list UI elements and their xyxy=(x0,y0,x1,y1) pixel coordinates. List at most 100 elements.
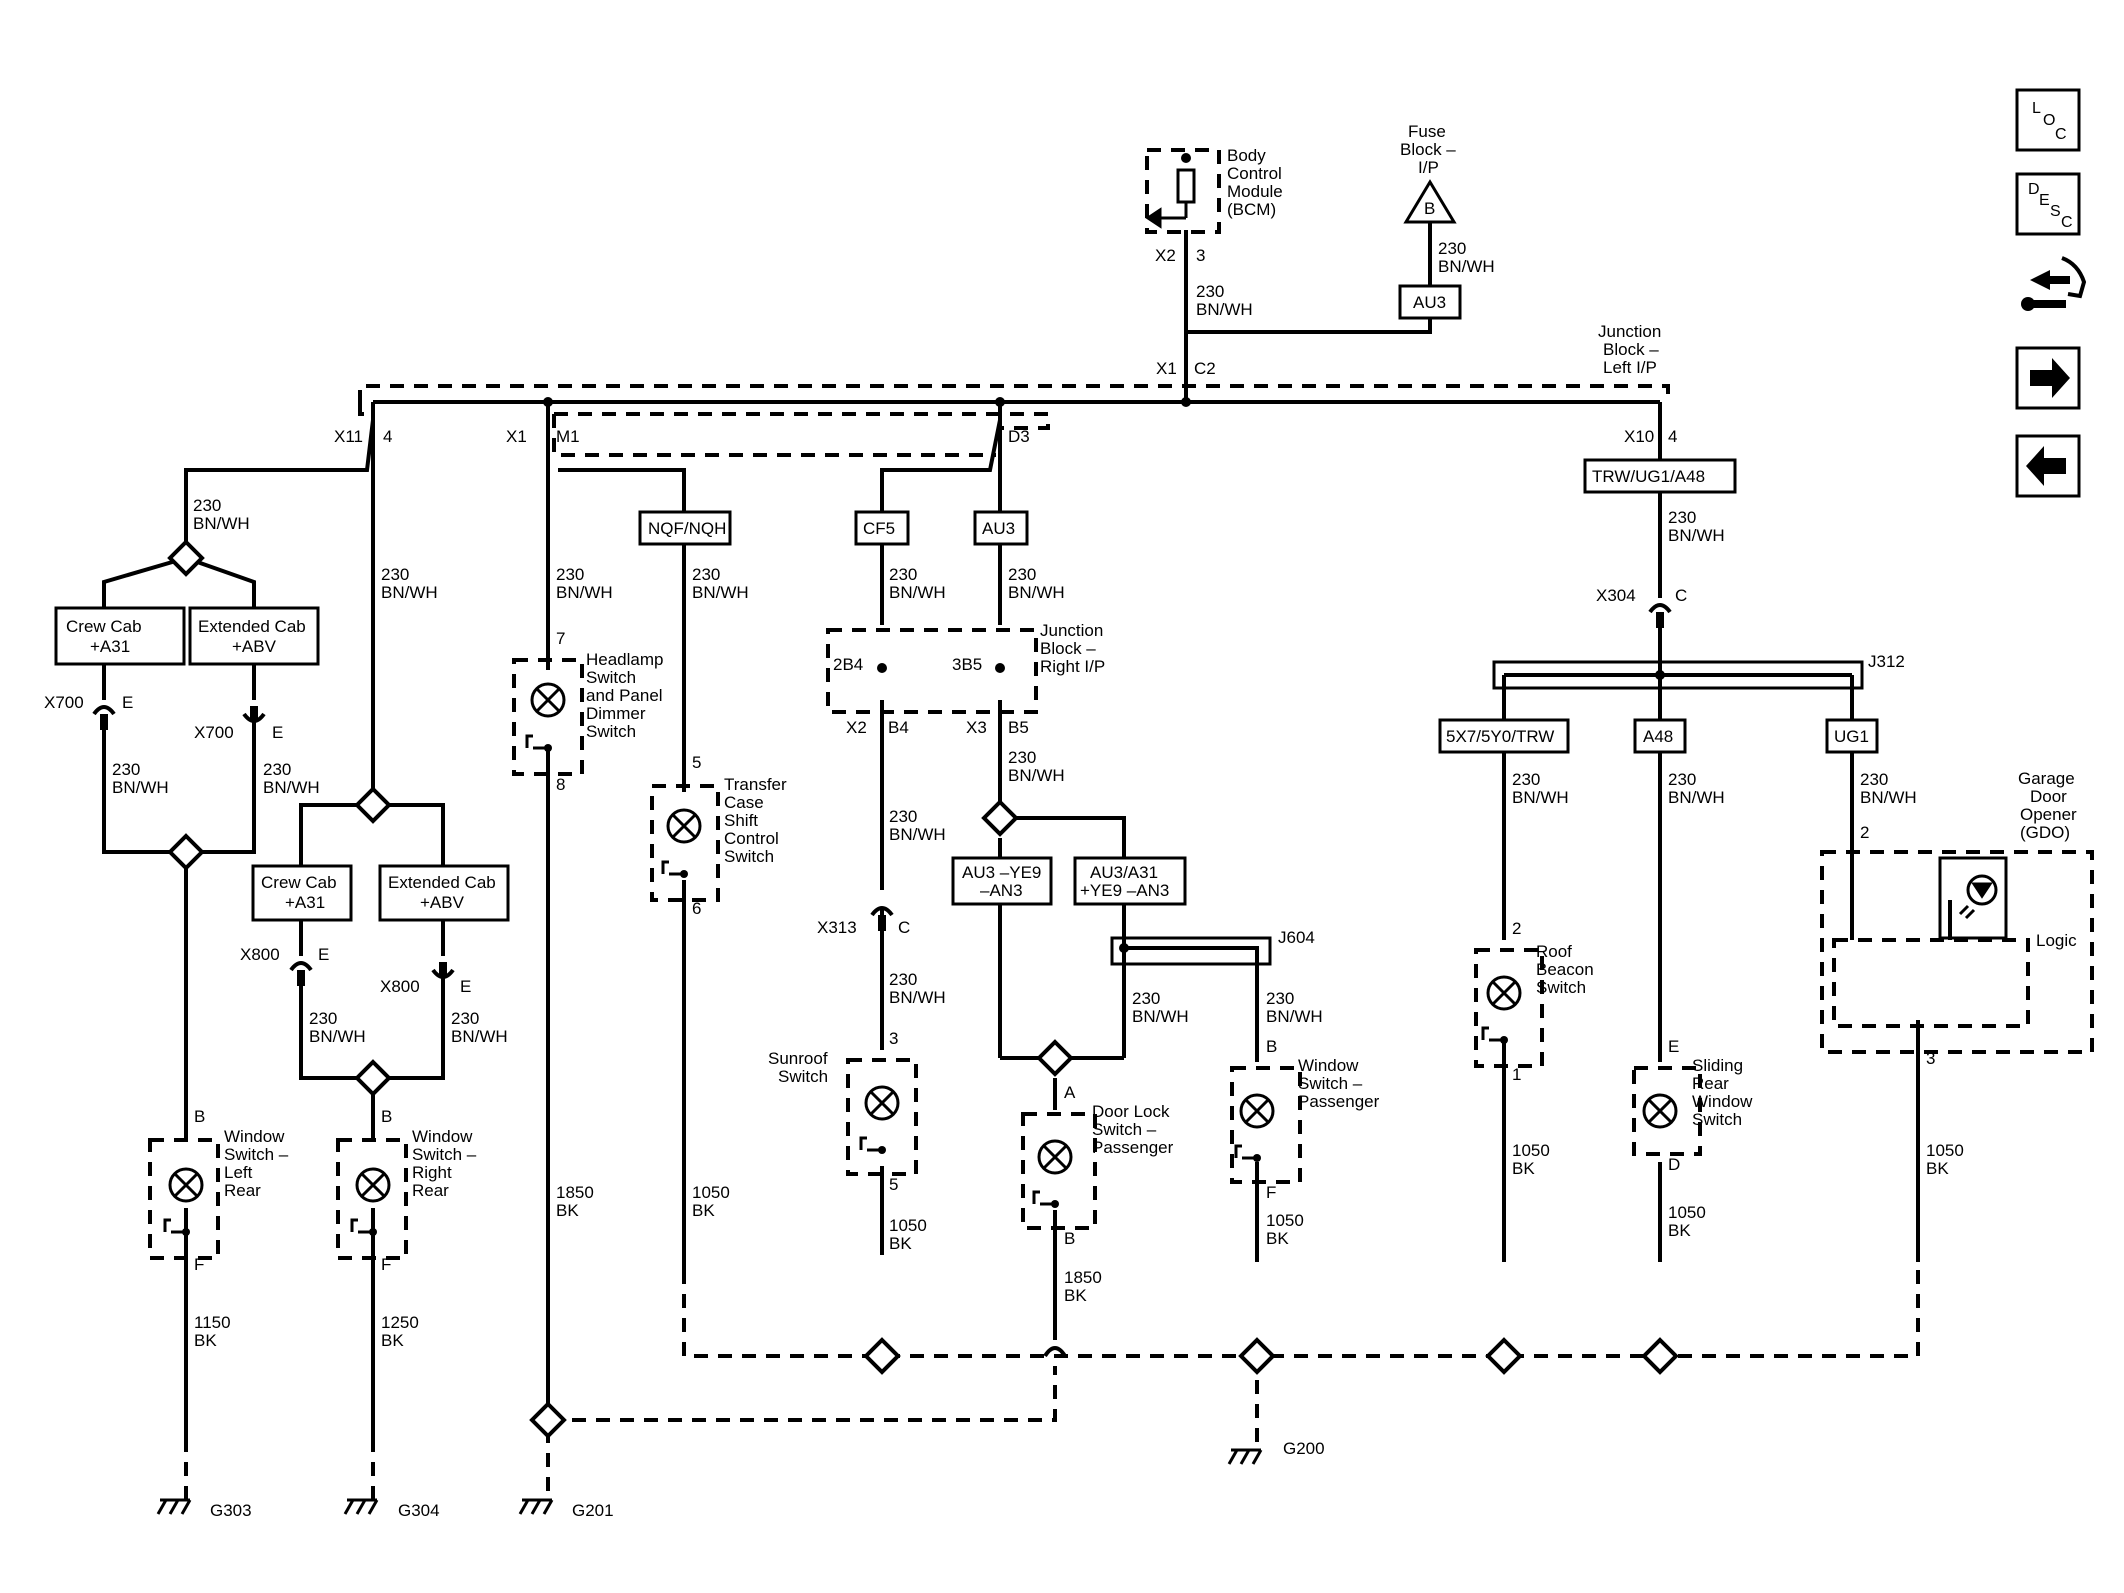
svg-text:BN/WH: BN/WH xyxy=(889,583,946,602)
svg-text:Door Lock: Door Lock xyxy=(1092,1102,1170,1121)
svg-text:BN/WH: BN/WH xyxy=(263,778,320,797)
window-right-rear-lamp xyxy=(355,1167,391,1203)
svg-text:Rear: Rear xyxy=(1692,1074,1729,1093)
svg-text:S: S xyxy=(2050,203,2061,220)
svg-text:Switch: Switch xyxy=(586,722,636,741)
svg-text:BN/WH: BN/WH xyxy=(1008,583,1065,602)
svg-text:Switch: Switch xyxy=(586,668,636,687)
svg-text:4: 4 xyxy=(1668,427,1677,446)
svg-text:BN/WH: BN/WH xyxy=(451,1027,508,1046)
option-boxes xyxy=(54,284,1879,922)
svg-text:Opener: Opener xyxy=(2020,805,2077,824)
svg-text:5: 5 xyxy=(692,753,701,772)
ground-labels: G303 G304 G201 G200 xyxy=(210,1439,1325,1520)
svg-text:2: 2 xyxy=(1512,919,1521,938)
desc-button[interactable]: D E S C xyxy=(2015,172,2081,236)
svg-text:230: 230 xyxy=(1008,748,1036,767)
svg-text:230: 230 xyxy=(1668,770,1696,789)
svg-text:Passenger: Passenger xyxy=(1298,1092,1380,1111)
svg-text:B: B xyxy=(194,1107,205,1126)
door-lock-lamp xyxy=(1037,1139,1073,1175)
connector-tool-icon[interactable] xyxy=(2021,256,2087,311)
svg-text:BN/WH: BN/WH xyxy=(193,514,250,533)
svg-text:BN/WH: BN/WH xyxy=(1668,788,1725,807)
loc-button[interactable]: L O C xyxy=(2015,88,2081,152)
svg-text:3B5: 3B5 xyxy=(952,655,982,674)
svg-text:B: B xyxy=(1266,1037,1277,1056)
svg-text:1050: 1050 xyxy=(889,1216,927,1235)
svg-text:X2: X2 xyxy=(846,718,867,737)
svg-text:3: 3 xyxy=(1196,246,1205,265)
svg-text:1050: 1050 xyxy=(692,1183,730,1202)
svg-text:BN/WH: BN/WH xyxy=(889,988,946,1007)
bcm-symbol xyxy=(1145,168,1196,229)
svg-text:Window: Window xyxy=(224,1127,285,1146)
svg-text:1050: 1050 xyxy=(1266,1211,1304,1230)
svg-text:BN/WH: BN/WH xyxy=(1132,1007,1189,1026)
svg-text:Headlamp: Headlamp xyxy=(586,650,664,669)
roof-beacon-lamp xyxy=(1486,975,1522,1011)
svg-text:Control: Control xyxy=(724,829,779,848)
svg-text:230: 230 xyxy=(1668,508,1696,527)
svg-text:G201: G201 xyxy=(572,1501,614,1520)
svg-text:Window: Window xyxy=(1692,1092,1753,1111)
svg-text:230: 230 xyxy=(381,565,409,584)
svg-text:230: 230 xyxy=(889,970,917,989)
svg-text:E: E xyxy=(2039,192,2050,209)
svg-text:Switch –: Switch – xyxy=(224,1145,289,1164)
svg-text:6: 6 xyxy=(692,899,701,918)
window-passenger-lamp xyxy=(1239,1093,1275,1129)
forward-arrow-button[interactable] xyxy=(2015,346,2081,410)
svg-text:BN/WH: BN/WH xyxy=(556,583,613,602)
svg-text:X2: X2 xyxy=(1155,246,1176,265)
svg-text:1050: 1050 xyxy=(1668,1203,1706,1222)
svg-text:and Panel: and Panel xyxy=(586,686,663,705)
svg-text:230: 230 xyxy=(263,760,291,779)
svg-text:O: O xyxy=(2043,112,2055,129)
svg-text:Switch –: Switch – xyxy=(1298,1074,1363,1093)
svg-text:Fuse: Fuse xyxy=(1408,122,1446,141)
svg-text:Sliding: Sliding xyxy=(1692,1056,1743,1075)
trw-ug1-a48-box: TRW/UG1/A48 xyxy=(1592,467,1705,486)
svg-text:X800: X800 xyxy=(380,977,420,996)
svg-text:X11: X11 xyxy=(334,427,363,446)
svg-text:F: F xyxy=(1266,1183,1276,1202)
svg-text:Switch –: Switch – xyxy=(1092,1120,1157,1139)
svg-text:230: 230 xyxy=(889,565,917,584)
svg-text:X3: X3 xyxy=(966,718,987,737)
option-5x7-box: 5X7/5Y0/TRW xyxy=(1446,727,1554,746)
svg-text:2B4: 2B4 xyxy=(833,655,863,674)
svg-text:B: B xyxy=(1424,199,1435,218)
svg-text:L: L xyxy=(2032,100,2041,117)
svg-text:Switch: Switch xyxy=(724,847,774,866)
svg-text:1050: 1050 xyxy=(1512,1141,1550,1160)
svg-text:C: C xyxy=(2055,126,2067,143)
svg-text:X313: X313 xyxy=(817,918,857,937)
sunroof-lamp xyxy=(864,1085,900,1121)
svg-text:BN/WH: BN/WH xyxy=(309,1027,366,1046)
headlamp-switch-lamp xyxy=(530,682,566,718)
gdo-lamp-symbol xyxy=(1938,856,2008,940)
svg-text:BK: BK xyxy=(194,1331,217,1350)
svg-text:E: E xyxy=(272,723,283,742)
nqf-nqh-box: NQF/NQH xyxy=(648,519,726,538)
sliding-window-lamp xyxy=(1642,1093,1678,1129)
svg-text:X700: X700 xyxy=(194,723,234,742)
svg-text:230: 230 xyxy=(112,760,140,779)
svg-text:Transfer: Transfer xyxy=(724,775,787,794)
back-arrow-button[interactable] xyxy=(2015,434,2081,498)
svg-text:X1: X1 xyxy=(506,427,527,446)
extended-cab-box-2: Extended Cab xyxy=(388,873,496,892)
svg-text:Left: Left xyxy=(224,1163,253,1182)
svg-text:4: 4 xyxy=(383,427,392,446)
svg-text:I/P: I/P xyxy=(1418,158,1439,177)
svg-text:D: D xyxy=(2028,181,2040,198)
svg-text:G304: G304 xyxy=(398,1501,440,1520)
svg-text:230: 230 xyxy=(1438,239,1466,258)
svg-text:1850: 1850 xyxy=(1064,1268,1102,1287)
svg-text:BK: BK xyxy=(1266,1229,1289,1248)
svg-text:J312: J312 xyxy=(1868,652,1905,671)
svg-text:Switch: Switch xyxy=(1536,978,1586,997)
svg-text:BK: BK xyxy=(692,1201,715,1220)
svg-text:C2: C2 xyxy=(1194,359,1216,378)
